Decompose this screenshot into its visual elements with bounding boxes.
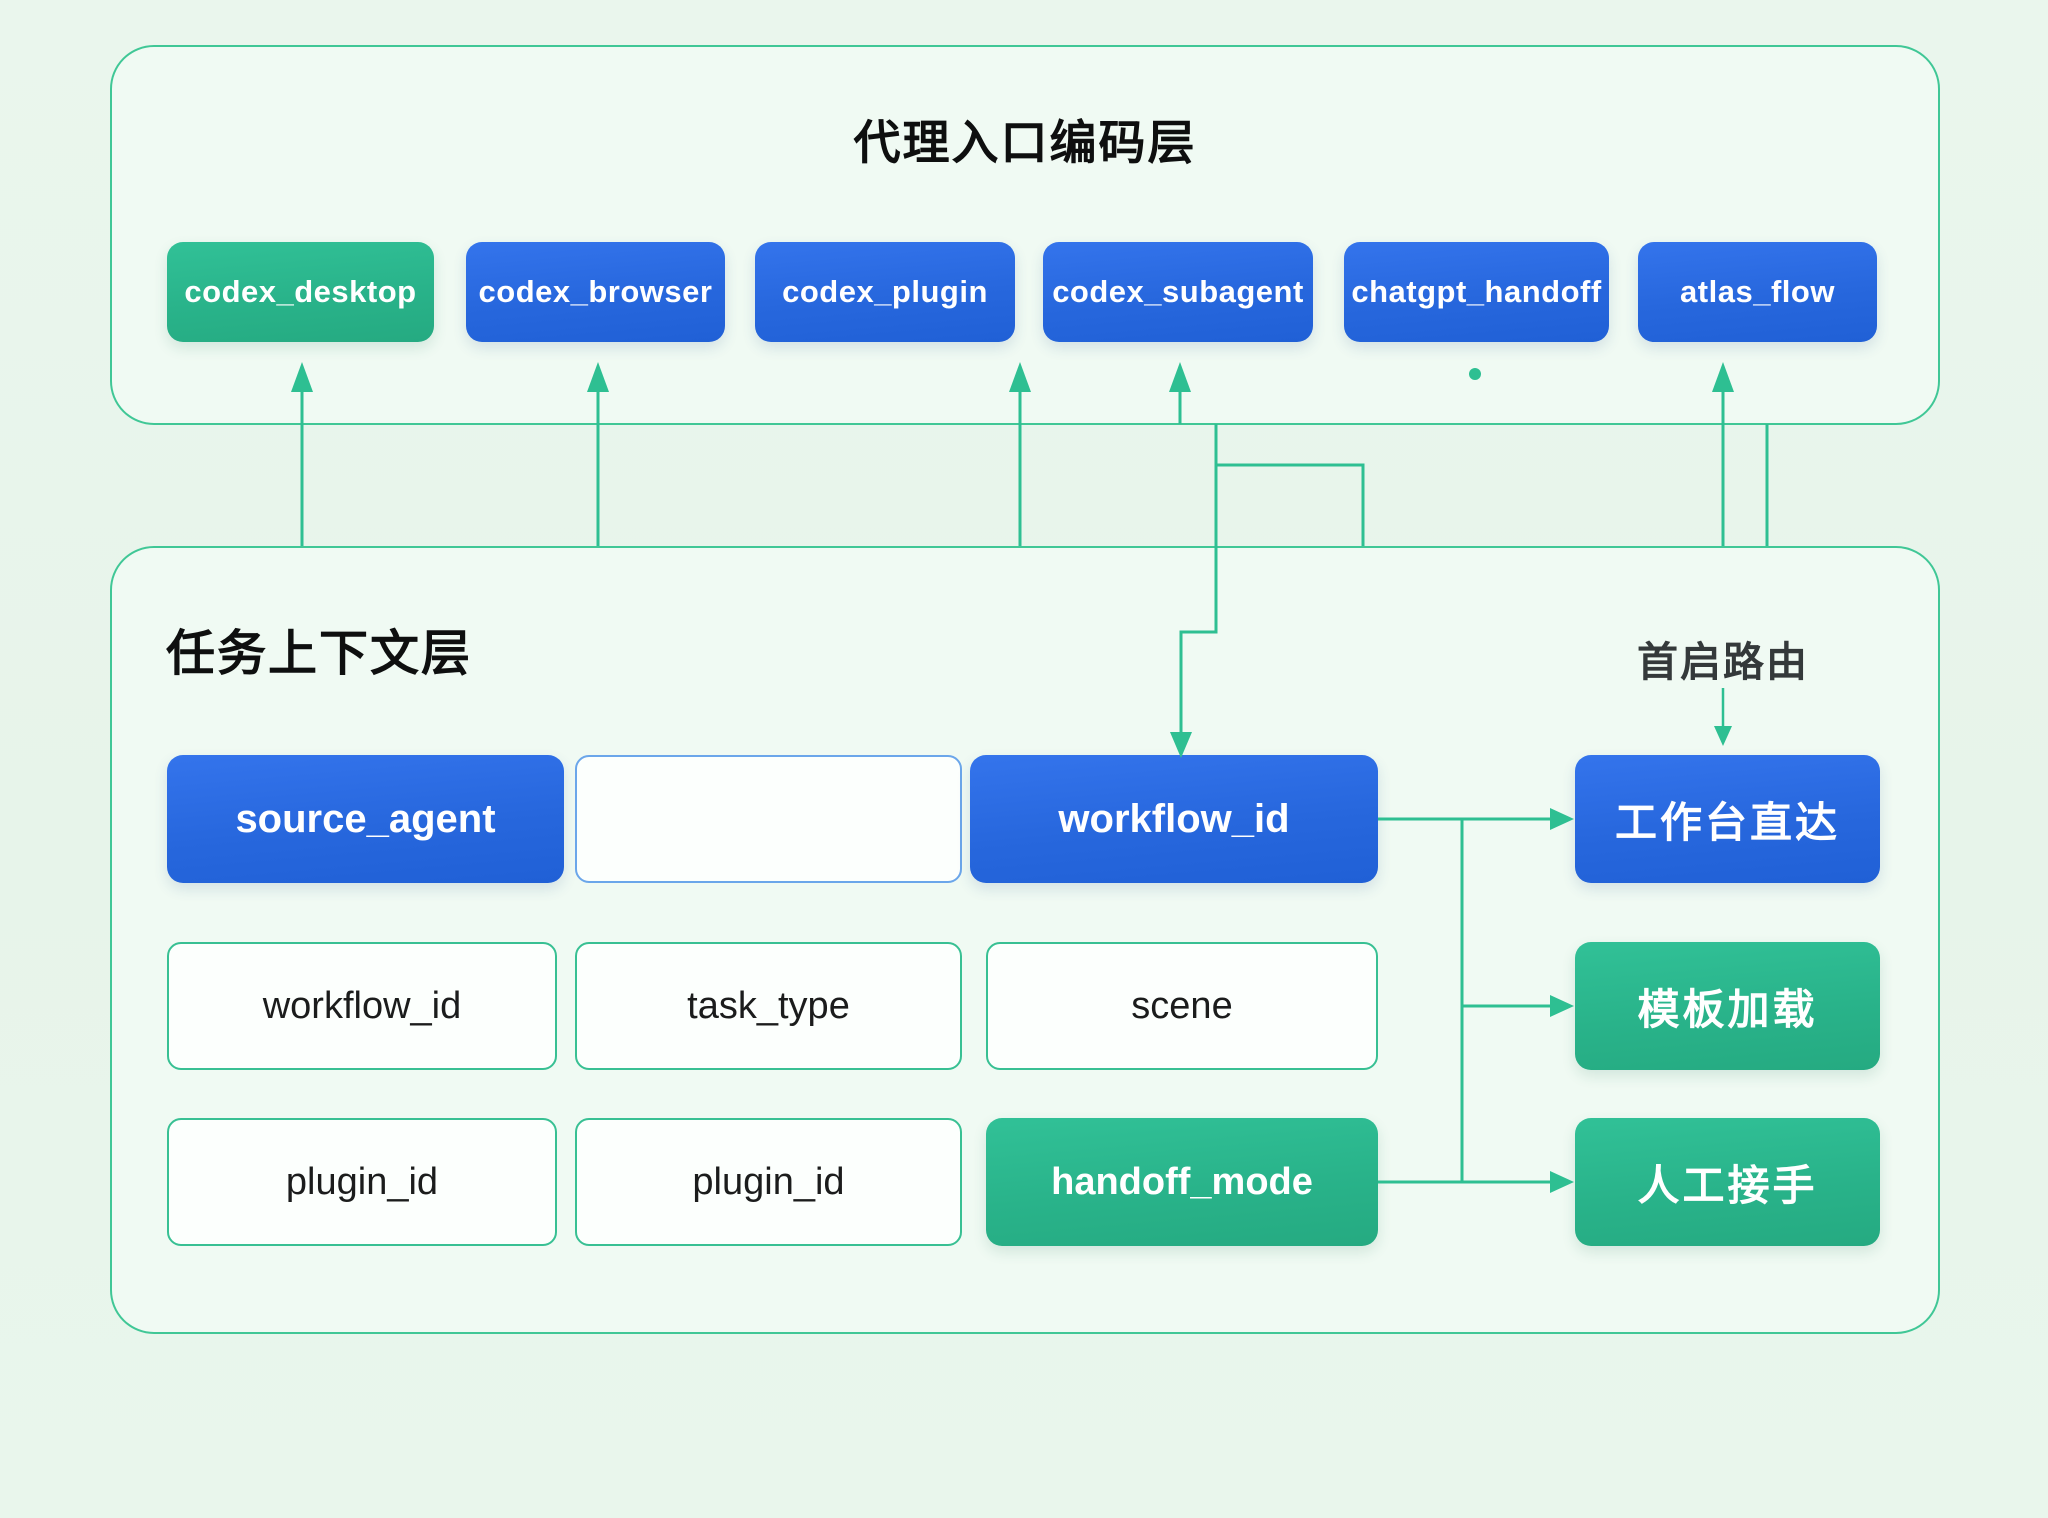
node-atlas-flow: atlas_flow [1638, 242, 1877, 342]
step-line-to-workflow-id [1179, 424, 1218, 736]
task-context-layer-title: 任务上下文层 [166, 627, 473, 681]
node-chatgpt-handoff: chatgpt_handoff [1344, 242, 1609, 342]
node-workflow-id: workflow_id [167, 942, 557, 1070]
node-label: workflow_id [262, 984, 462, 1027]
node-label: chatgpt_handoff [1351, 274, 1602, 309]
node-plugin-id-1: plugin_id [167, 1118, 557, 1246]
node-codex-desktop: codex_desktop [167, 242, 434, 342]
arrowhead-to-template-load [1550, 995, 1574, 1017]
node-label: codex_subagent [1052, 274, 1304, 309]
agent-entry-layer-title: 代理入口编码层 [853, 116, 1197, 169]
node-workflow-id-blue: workflow_id [970, 755, 1378, 883]
connector-lines [300, 388, 1769, 1184]
node-label: plugin_id [692, 1160, 845, 1203]
node-codex-browser: codex_browser [466, 242, 725, 342]
node-scene: scene [986, 942, 1378, 1070]
arrowhead-up-codex-desktop [291, 362, 313, 392]
node-plugin-id-2: plugin_id [575, 1118, 962, 1246]
first-launch-routing-label: 首启路由 [1637, 639, 1809, 685]
arrowhead-up-codex-subagent [1169, 362, 1191, 392]
node-empty-slot [575, 755, 962, 883]
node-label: atlas_flow [1680, 274, 1835, 309]
node-source-agent: source_agent [167, 755, 564, 883]
node-task-type: task_type [575, 942, 962, 1070]
arrowhead-down-workflow-id [1170, 732, 1192, 758]
arrowhead-routing [1714, 726, 1732, 746]
node-label: 人工接手 [1637, 1161, 1818, 1209]
dot-below-chatgpt-handoff [1469, 368, 1481, 380]
node-label: 模板加载 [1637, 985, 1818, 1033]
node-label: plugin_id [285, 1160, 439, 1203]
node-label: source_agent [235, 796, 496, 841]
agent-entry-layer-panel [110, 45, 1940, 425]
arrowhead-up-codex-plugin [1009, 362, 1031, 392]
node-label: task_type [687, 984, 850, 1027]
node-label: workflow_id [1058, 796, 1290, 841]
connector-arrowheads [291, 362, 1734, 1193]
arrowhead-to-manual-takeover [1550, 1171, 1574, 1193]
node-manual-takeover: 人工接手 [1575, 1118, 1880, 1246]
node-handoff-mode: handoff_mode [986, 1118, 1378, 1246]
arrowhead-up-atlas-flow [1712, 362, 1734, 392]
node-label: codex_plugin [782, 274, 988, 309]
arrowhead-to-workbench [1550, 808, 1574, 830]
node-workbench-direct: 工作台直达 [1575, 755, 1880, 883]
node-label: codex_browser [478, 274, 713, 309]
arrowhead-up-codex-browser [587, 362, 609, 392]
node-label: handoff_mode [1051, 1160, 1313, 1203]
node-label: scene [1131, 984, 1233, 1027]
node-label: codex_desktop [184, 274, 417, 309]
node-label: 工作台直达 [1614, 798, 1840, 846]
node-codex-subagent: codex_subagent [1043, 242, 1313, 342]
branch-line-to-context-layer [1216, 463, 1365, 546]
node-codex-plugin: codex_plugin [755, 242, 1015, 342]
node-template-load: 模板加载 [1575, 942, 1880, 1070]
